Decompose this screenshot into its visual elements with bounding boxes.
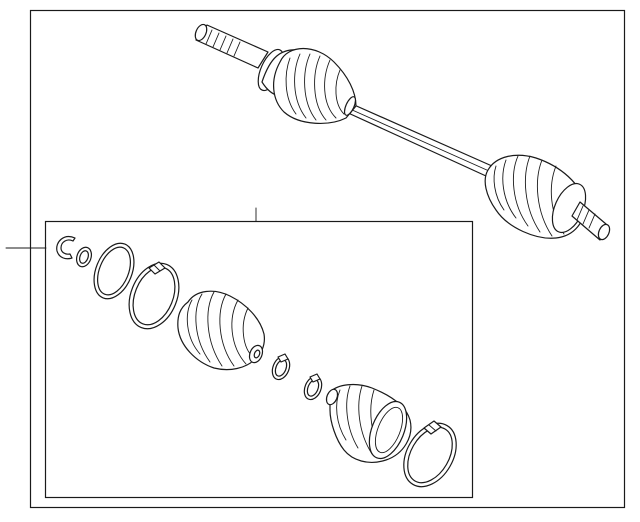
boot-clamp-large-inner[interactable] <box>120 256 188 336</box>
stop-ring[interactable] <box>74 245 94 269</box>
boot-clamp-large-outer[interactable] <box>393 414 467 496</box>
axle-shaft-assembly[interactable] <box>193 23 612 242</box>
boot-kit-inset-frame <box>44 220 474 499</box>
inner-spline-stub <box>194 23 269 69</box>
snap-ring[interactable] <box>56 236 76 260</box>
outer-frame <box>29 9 626 509</box>
outer-cv-boot[interactable] <box>324 383 414 464</box>
retaining-ring[interactable] <box>86 237 141 304</box>
outer-boot-on-shaft <box>484 154 587 239</box>
boot-clamp-small-inner[interactable] <box>269 353 293 382</box>
inner-cv-boot[interactable] <box>177 290 265 371</box>
boot-clamp-small-outer[interactable] <box>301 373 325 402</box>
outer-spline-stub <box>571 201 611 241</box>
inner-boot-on-shaft <box>273 48 357 124</box>
